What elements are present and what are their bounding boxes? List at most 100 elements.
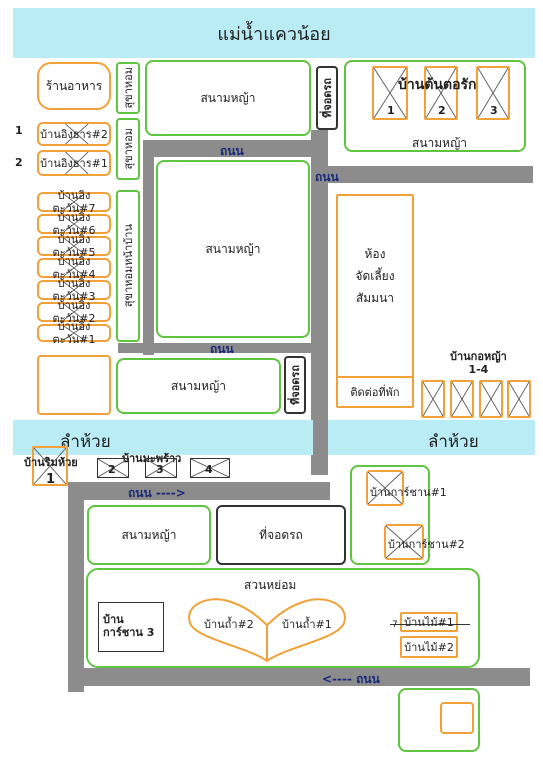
parking-1-label: ที่จอดรถ <box>320 77 334 118</box>
house-karchan-2[interactable] <box>384 524 424 560</box>
house-mai-1[interactable]: บ้านไม้#1 <box>400 612 458 632</box>
tonplai-house-1[interactable]: 1 <box>372 66 408 120</box>
house-karchan-1-label: บ้านการ์ชาน#1 <box>370 486 447 499</box>
road-label-4: ถนน ----> <box>128 486 186 500</box>
lawn-center: สนามหญ้า <box>156 160 310 338</box>
parking-2-label: ที่จอดรถ <box>288 364 302 405</box>
toilet-front[interactable]: สุขาหอมหน้าบ้าน <box>116 190 140 342</box>
house-ingtawan-6[interactable]: บ้านอิงตะวัน#6 <box>37 211 111 237</box>
house-ingtawan-3[interactable]: บ้านอิงตะวัน#3 <box>37 277 111 303</box>
marker-1: 1 <box>15 124 23 137</box>
marker-2: 2 <box>15 156 23 169</box>
koyya-house-2[interactable] <box>450 380 474 418</box>
toilet-front-label: สุขาหอมหน้าบ้าน <box>121 224 135 308</box>
road-lower-left-vertical <box>68 482 84 692</box>
road-label-1: ถนน <box>220 144 244 158</box>
maprao-house-4-number: 4 <box>205 463 213 476</box>
maprao-house-2-number: 2 <box>108 463 116 476</box>
tonplai-house-1-number: 1 <box>387 104 395 117</box>
road-mid-horizontal <box>118 343 328 353</box>
maprao-house-3[interactable]: 3 <box>145 458 177 478</box>
garden-label: สวนหย่อม <box>244 578 297 592</box>
house-ingtawan-1-label: บ้านอิงตะวัน#1 <box>52 320 96 346</box>
house-ingtan-2[interactable]: บ้านอิงธาร#2 <box>37 122 111 146</box>
house-ingtawan-2[interactable]: บ้านอิงตะวัน#2 <box>37 299 111 325</box>
house-ingtawan-4[interactable]: บ้านอิงตะวัน#4 <box>37 255 111 281</box>
house-ingtawan-6-label: บ้านอิงตะวัน#6 <box>52 211 96 237</box>
single-house-number: 1 <box>46 472 56 487</box>
koyya-house-3[interactable] <box>479 380 503 418</box>
plot-mid-left <box>37 355 111 415</box>
house-ingtawan-3-label: บ้านอิงตะวัน#3 <box>52 277 96 303</box>
cave-house-2-label: บ้านถ้ำ#2 <box>204 618 254 631</box>
lawn-lower-label: สนามหญ้า <box>121 527 177 542</box>
parking-3[interactable]: ที่จอดรถ <box>216 505 346 565</box>
cave-heart <box>188 598 346 663</box>
maprao-house-4[interactable]: 4 <box>190 458 230 478</box>
house-ingtawan-5[interactable]: บ้านอิงตะวัน#5 <box>37 233 111 259</box>
tonplai-group-label: บ้านต้นตอรัก <box>398 77 477 93</box>
tonplai-house-3-number: 3 <box>490 104 498 117</box>
road-bottom-horizontal <box>68 668 530 686</box>
road-vertical-center <box>311 130 328 475</box>
house-ingtan-1-label: บ้านอิงธาร#1 <box>40 156 108 170</box>
koyya-house-4[interactable] <box>507 380 531 418</box>
tonplai-house-2-number: 2 <box>438 104 446 117</box>
house-ingtan-2-label: บ้านอิงธาร#2 <box>40 127 108 141</box>
road-left-vertical-upper <box>143 140 154 355</box>
house-mai-2-label: บ้านไม้#2 <box>404 640 454 654</box>
cave-house-1-label: บ้านถ้ำ#1 <box>282 618 332 631</box>
house-ingtawan-1[interactable]: บ้านอิงตะวัน#1 <box>37 320 111 346</box>
toilet-1[interactable]: สุขาหอม <box>116 62 140 114</box>
house-karchan-3[interactable]: บ้าน การ์ชาน 3 <box>98 602 164 652</box>
lawn-lower: สนามหญ้า <box>87 505 211 565</box>
road-label-2: ถนน <box>315 170 339 184</box>
plot-bottom-right-inner <box>440 702 474 734</box>
restaurant[interactable]: ร้านอาหาร <box>37 62 111 110</box>
house-ingtan-1[interactable]: บ้านอิงธาร#1 <box>37 150 111 176</box>
maprao-house-2[interactable]: 2 <box>97 458 129 478</box>
road-label-3: ถนน <box>210 342 234 356</box>
single-house[interactable]: 1 <box>32 446 68 487</box>
meeting-hall-label: ห้อง จัดเลี้ยง สัมมนา <box>355 247 395 305</box>
lawn-center-label: สนามหญ้า <box>205 241 261 256</box>
stream-right <box>328 420 535 455</box>
road-top-horizontal <box>143 140 328 157</box>
house-karchan-1[interactable] <box>366 470 404 506</box>
stream-left-label: ลำห้วย <box>60 432 111 452</box>
river-label: แม่น้ำแควน้อย <box>217 23 331 45</box>
road-label-5: <---- ถนน <box>322 672 380 686</box>
house-karchan-2-label: บ้านการ์ชาน#2 <box>388 538 465 551</box>
toilet-1-label: สุขาหอม <box>121 67 135 109</box>
tonplai-house-2[interactable]: 2 <box>424 66 458 120</box>
stream-left <box>13 420 313 455</box>
koyya-house-1[interactable] <box>421 380 445 418</box>
lawn-mid: สนามหญ้า <box>116 358 281 414</box>
parking-1[interactable]: ที่จอดรถ <box>316 66 338 130</box>
house-ingtawan-4-label: บ้านอิงตะวัน#4 <box>52 255 96 281</box>
mai-strike-line <box>390 624 470 625</box>
restaurant-label: ร้านอาหาร <box>45 78 103 93</box>
river: แม่น้ำแควน้อย <box>13 8 535 58</box>
toilet-2[interactable]: สุขาหอม <box>116 118 140 180</box>
maprao-house-3-number: 3 <box>156 463 164 476</box>
house-ingtawan-5-label: บ้านอิงตะวัน#5 <box>52 233 96 259</box>
contact-desk-label: ติดต่อที่พัก <box>350 385 400 399</box>
house-mai-1-label: บ้านไม้#1 <box>404 615 454 629</box>
meeting-hall[interactable]: ห้อง จัดเลี้ยง สัมมนา ติดต่อที่พัก <box>336 194 414 408</box>
house-ingtawan-7[interactable]: บ้านอิงตะวัน#7 <box>37 189 111 215</box>
house-ingtawan-7-label: บ้านอิงตะวัน#7 <box>52 189 96 215</box>
lawn-top-label: สนามหญ้า <box>200 90 256 105</box>
toilet-2-label: สุขาหอม <box>121 128 135 170</box>
lawn-top-right-label: สนามหญ้า <box>412 136 468 150</box>
contact-desk[interactable]: ติดต่อที่พัก <box>338 376 412 406</box>
house-karchan-3-label: บ้าน การ์ชาน 3 <box>103 613 155 639</box>
lawn-mid-label: สนามหญ้า <box>170 378 227 393</box>
lawn-top: สนามหญ้า <box>145 60 311 136</box>
road-lower-horizontal <box>68 482 330 500</box>
house-mai-2[interactable]: บ้านไม้#2 <box>400 636 458 658</box>
tonplai-house-3[interactable]: 3 <box>476 66 510 120</box>
stream-right-label: ลำห้วย <box>428 432 479 452</box>
parking-3-label: ที่จอดรถ <box>259 527 303 542</box>
parking-2[interactable]: ที่จอดรถ <box>284 356 306 414</box>
